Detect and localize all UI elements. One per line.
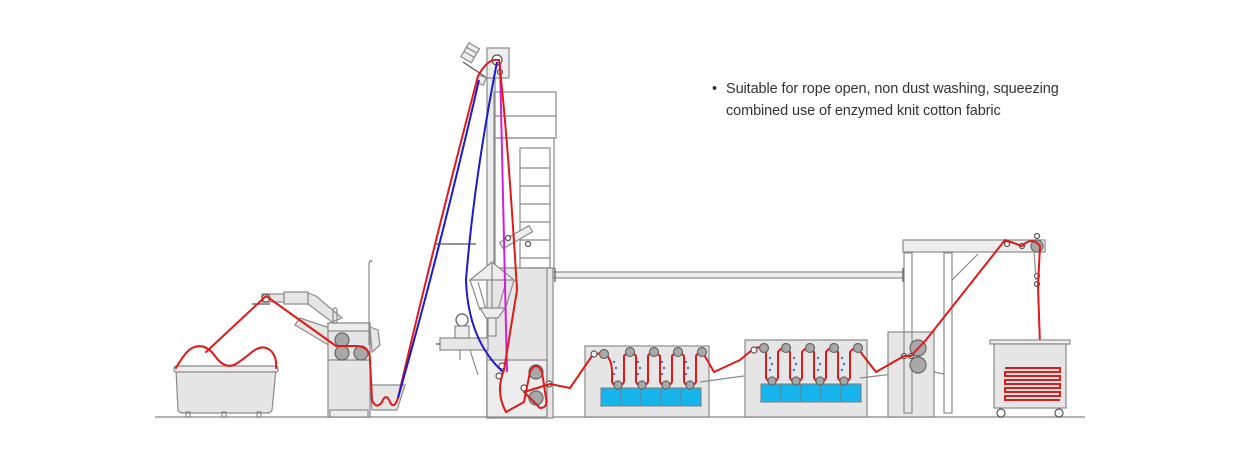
squeezing-mangle-plaiter [875, 232, 1046, 418]
feature-line-1: •Suitable for rope open, non dust washin… [712, 78, 1059, 100]
fabric-pile [175, 345, 278, 369]
connecting-beam [552, 268, 904, 282]
washing-tank-2 [713, 339, 911, 418]
j-scray-feeder [205, 259, 406, 418]
rope-path-blue-up [397, 79, 480, 399]
rope-lifting-tower [397, 42, 571, 419]
rope-path-red-down [498, 59, 571, 413]
rope-path-blue-down [464, 61, 504, 373]
feature-description: •Suitable for rope open, non dust washin… [712, 78, 1059, 122]
bullet-icon: • [712, 81, 717, 97]
feature-line-2: combined use of enzymed knit cotton fabr… [726, 103, 1001, 119]
fabric-feed-tub [173, 345, 279, 418]
rope-path-magenta [499, 63, 508, 373]
fabric-output-trolley [989, 339, 1071, 418]
washing-tank-1 [569, 345, 745, 418]
rope-path-red-up [397, 58, 499, 399]
